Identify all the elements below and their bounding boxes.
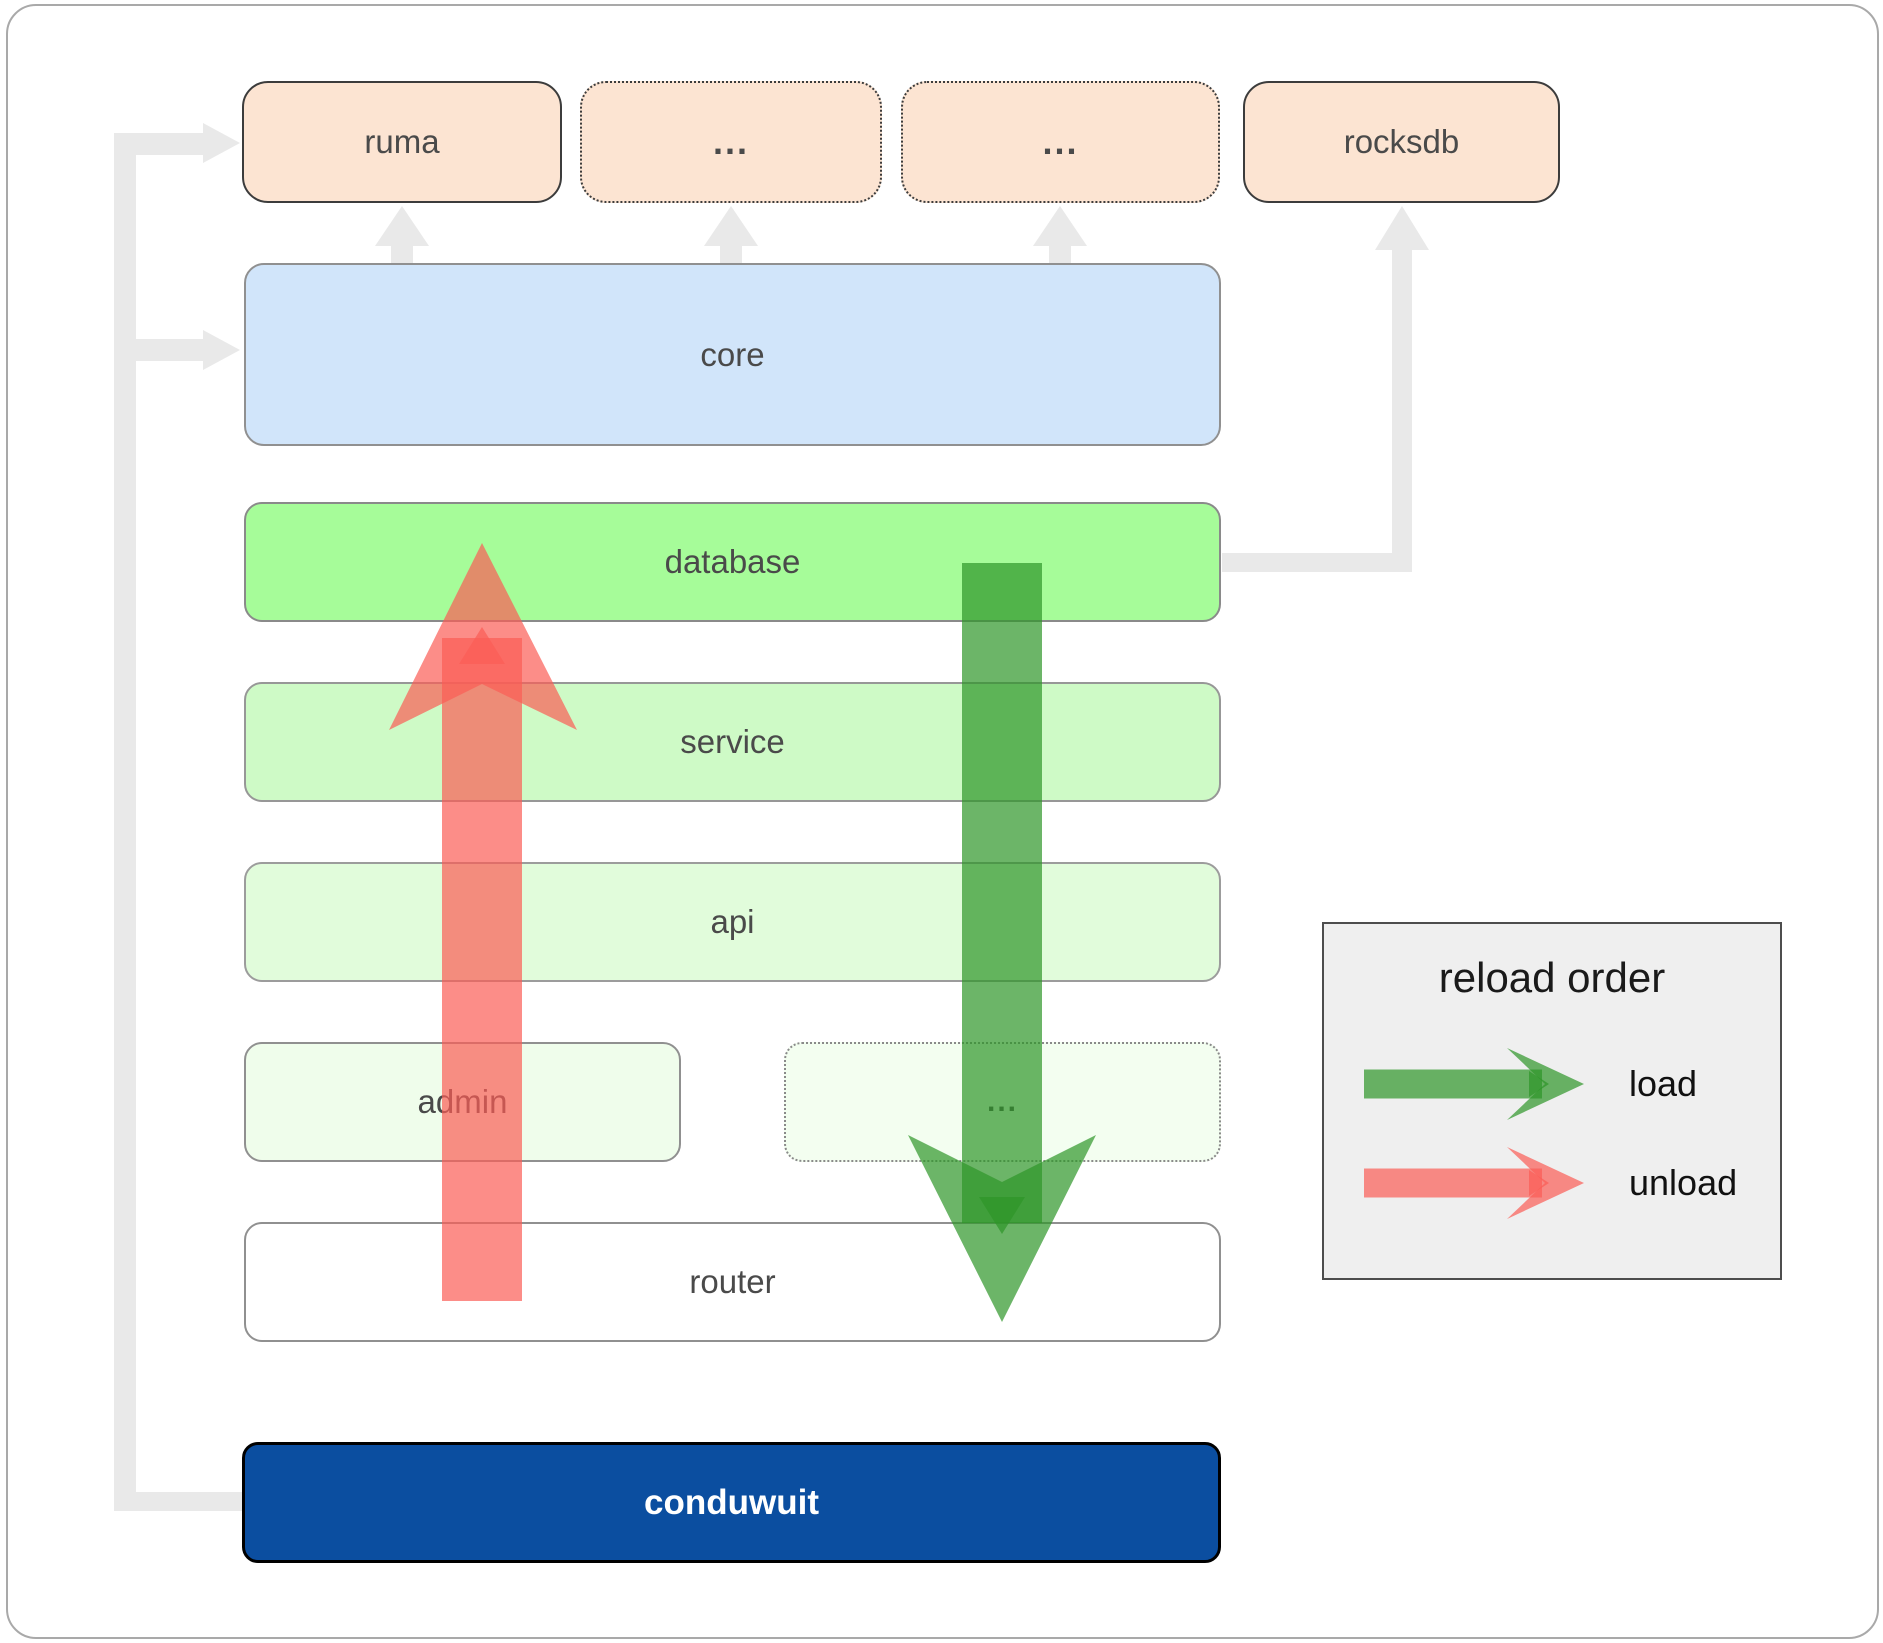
box-service-label: service: [680, 723, 785, 760]
box-database-label: database: [664, 543, 801, 580]
box-ellipsis-3-label: ...: [986, 1085, 1018, 1118]
box-ruma: ruma: [242, 81, 562, 203]
legend-unload-arrow-marker: [1529, 1170, 1549, 1196]
box-ellipsis-3: ...: [784, 1042, 1221, 1162]
legend-load-arrow-icon: [1364, 1048, 1584, 1120]
box-api-label: api: [710, 903, 755, 940]
box-router: router: [244, 1222, 1221, 1342]
legend-title: reload order: [1438, 954, 1666, 1001]
outer-frame: [6, 4, 1879, 1639]
box-ellipsis-2-label: ...: [1042, 121, 1079, 162]
box-core: core: [244, 263, 1221, 446]
legend: reload order load unload: [1322, 922, 1782, 1280]
legend-unload-arrow-head: [1507, 1147, 1584, 1219]
box-service: service: [244, 682, 1221, 802]
box-rocksdb-label: rocksdb: [1343, 123, 1460, 160]
box-router-label: router: [689, 1263, 776, 1300]
box-api: api: [244, 862, 1221, 982]
legend-load-arrow-head: [1507, 1048, 1584, 1120]
box-ellipsis-1-label: ...: [712, 121, 749, 162]
legend-unload-arrow-shaft: [1364, 1168, 1542, 1198]
legend-unload-label: unload: [1629, 1162, 1738, 1203]
box-conduwuit-label: conduwuit: [644, 1482, 819, 1522]
box-admin: admin: [244, 1042, 681, 1162]
box-ellipsis-1: ...: [580, 81, 882, 203]
box-rocksdb: rocksdb: [1243, 81, 1560, 203]
box-database: database: [244, 502, 1221, 622]
box-ruma-label: ruma: [364, 123, 440, 160]
legend-load-label: load: [1629, 1063, 1698, 1104]
box-ellipsis-2: ...: [901, 81, 1220, 203]
box-conduwuit: conduwuit: [242, 1442, 1221, 1563]
legend-load-arrow-shaft: [1364, 1069, 1542, 1099]
legend-load-arrow-marker: [1529, 1071, 1549, 1097]
box-admin-label: admin: [417, 1083, 508, 1120]
legend-unload-arrow-icon: [1364, 1147, 1584, 1219]
box-core-label: core: [700, 335, 765, 373]
